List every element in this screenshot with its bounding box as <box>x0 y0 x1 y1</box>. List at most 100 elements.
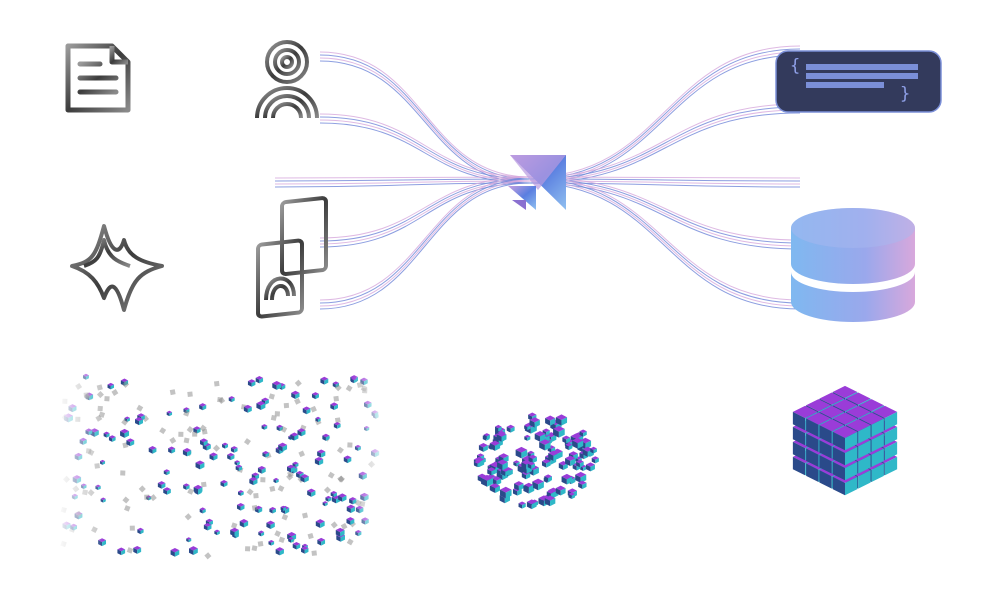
grid-cube-left <box>792 426 806 446</box>
cube-left <box>582 449 588 457</box>
grid-cube-right <box>884 411 898 431</box>
cube-left <box>518 503 523 509</box>
cube-right <box>579 461 584 468</box>
ai-sparkle-icon <box>70 224 164 312</box>
cube-right <box>593 448 597 454</box>
grid-cube-left <box>806 448 819 468</box>
connection-line <box>529 178 801 304</box>
cube-right <box>502 462 508 471</box>
cube-right <box>483 445 488 452</box>
cube-left <box>513 461 517 467</box>
cube-right <box>590 464 595 472</box>
cube-top <box>582 446 593 452</box>
cube-left <box>521 462 527 470</box>
cube-right <box>498 426 502 432</box>
cube-left <box>545 418 551 426</box>
grid-cube-left <box>819 470 832 489</box>
connection-line <box>319 178 531 242</box>
cube-left <box>553 428 559 438</box>
connection-line <box>529 180 801 185</box>
connection-line <box>529 176 801 179</box>
cube-left <box>512 489 518 496</box>
cube-left <box>529 419 535 428</box>
cube-right <box>526 472 531 480</box>
cube-left <box>506 426 511 433</box>
cube-top <box>476 453 485 457</box>
cube-top <box>495 424 502 429</box>
grid-cube-top <box>806 412 831 425</box>
cube-left <box>544 476 549 482</box>
grid-cube-left <box>792 441 806 461</box>
cube-left <box>591 457 596 464</box>
cube-right <box>583 431 587 437</box>
cube-right <box>563 463 568 471</box>
cube-right <box>505 469 510 477</box>
cube-right <box>477 462 481 468</box>
cube-left <box>539 441 545 451</box>
cube-left <box>482 435 487 441</box>
cube-right <box>550 491 555 498</box>
cube-right <box>571 494 576 499</box>
cube-left <box>524 485 529 492</box>
cube-left <box>487 469 492 476</box>
cube-left <box>568 494 572 499</box>
cube-left <box>495 426 499 432</box>
cube-left <box>538 498 544 507</box>
connection-line <box>529 103 801 178</box>
cube-left <box>489 443 495 451</box>
cube-right <box>531 463 535 470</box>
code-close-brace: } <box>900 84 911 104</box>
image-gallery-icon <box>256 196 328 319</box>
cube-right <box>553 453 559 461</box>
cube-left <box>579 431 584 437</box>
cube-left <box>497 462 503 471</box>
cube-right <box>521 449 528 459</box>
connection-line <box>529 178 801 244</box>
cube-top <box>532 478 544 485</box>
cube-right <box>585 440 592 450</box>
connection-line <box>319 182 531 248</box>
grid-cube-left <box>832 446 845 466</box>
cube-left <box>548 453 554 461</box>
cube-right <box>495 485 500 493</box>
cube-right <box>505 489 512 499</box>
cube-top <box>491 476 502 481</box>
connection-line <box>319 180 531 245</box>
cube-right <box>560 488 566 496</box>
grid-cube-left <box>832 476 845 496</box>
grid-cube-left <box>819 440 832 459</box>
cube-right <box>487 477 494 487</box>
connection-line <box>319 113 531 178</box>
cube-top <box>524 434 531 438</box>
grid-cube-right <box>884 456 898 476</box>
connection-line <box>529 176 801 241</box>
cube-right <box>595 457 599 464</box>
cube-right <box>496 478 502 486</box>
cube-left <box>590 448 594 454</box>
cube-right <box>566 476 573 485</box>
connection-line <box>529 54 801 184</box>
cube-top <box>478 442 488 448</box>
grid-cube-left <box>832 461 845 481</box>
grid-cube-right <box>884 426 898 446</box>
connection-line <box>529 182 801 250</box>
cube-top <box>481 474 494 481</box>
cube-left <box>528 456 533 464</box>
cube-left <box>483 434 487 440</box>
cube-left <box>561 476 567 485</box>
cube-left <box>477 475 483 483</box>
connection-line <box>529 45 801 178</box>
grid-cube-top <box>819 418 845 432</box>
cube-left <box>524 425 528 431</box>
grid-cube-left <box>806 433 819 453</box>
cube-top <box>515 446 528 453</box>
fade-overlay <box>55 370 385 560</box>
connection-line <box>319 182 531 310</box>
cube-right <box>571 477 576 485</box>
connection-line <box>529 178 801 182</box>
cube-right <box>533 467 539 476</box>
grid-cube-right <box>871 463 884 483</box>
connection-line <box>529 182 801 310</box>
cube-right <box>534 419 540 428</box>
grid-cube-left <box>792 456 806 476</box>
